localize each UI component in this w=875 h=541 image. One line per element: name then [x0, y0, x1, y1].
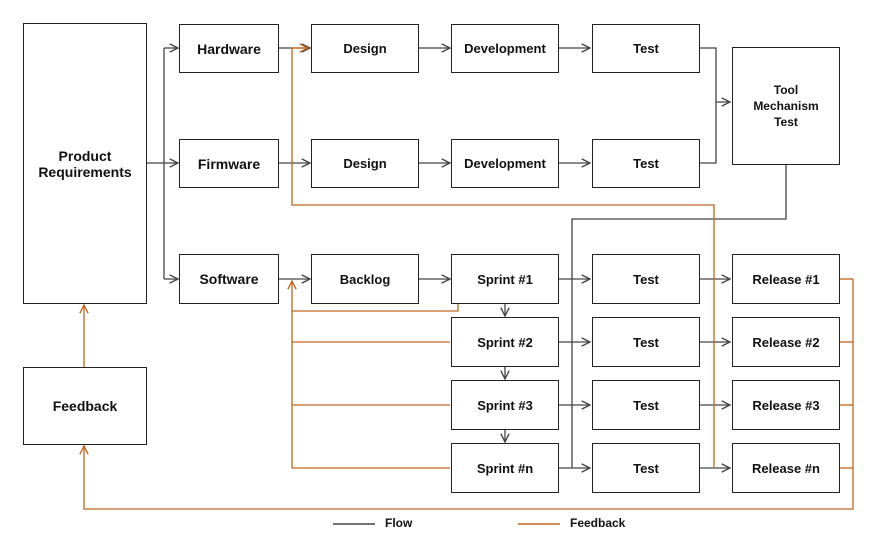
test-1-box: Test — [592, 254, 700, 304]
feedback-sprintn — [292, 281, 450, 469]
test-3-box: Test — [592, 380, 700, 430]
feedback-sprint1 — [292, 304, 459, 312]
backlog-box: Backlog — [311, 254, 419, 304]
hw-development-box: Development — [451, 24, 559, 73]
feedback-releases-vertical — [84, 279, 854, 510]
flow-fw-tool — [700, 102, 717, 164]
sprint-1-box: Sprint #1 — [451, 254, 559, 304]
flow-hw-tool — [700, 47, 730, 102]
feedback-box: Feedback — [23, 367, 147, 445]
feedback-to-hardware — [291, 48, 715, 468]
release-3-box: Release #3 — [732, 380, 840, 430]
fw-development-box: Development — [451, 139, 559, 188]
tool-mechanism-test-box: Tool Mechanism Test — [732, 47, 840, 165]
sprint-3-box: Sprint #3 — [451, 380, 559, 430]
hardware-box: Hardware — [179, 24, 279, 73]
hw-design-box: Design — [311, 24, 419, 73]
hw-test-box: Test — [592, 24, 700, 73]
product-requirements-box: Product Requirements — [23, 23, 147, 304]
software-box: Software — [179, 254, 279, 304]
release-n-box: Release #n — [732, 443, 840, 493]
test-2-box: Test — [592, 317, 700, 367]
flow-tool-down — [571, 165, 787, 468]
sprint-n-box: Sprint #n — [451, 443, 559, 493]
release-2-box: Release #2 — [732, 317, 840, 367]
release-1-box: Release #1 — [732, 254, 840, 304]
legend-feedback-label: Feedback — [570, 516, 626, 530]
test-n-box: Test — [592, 443, 700, 493]
fw-test-box: Test — [592, 139, 700, 188]
legend-flow-label: Flow — [385, 516, 413, 530]
sprint-2-box: Sprint #2 — [451, 317, 559, 367]
firmware-box: Firmware — [179, 139, 279, 188]
fw-design-box: Design — [311, 139, 419, 188]
